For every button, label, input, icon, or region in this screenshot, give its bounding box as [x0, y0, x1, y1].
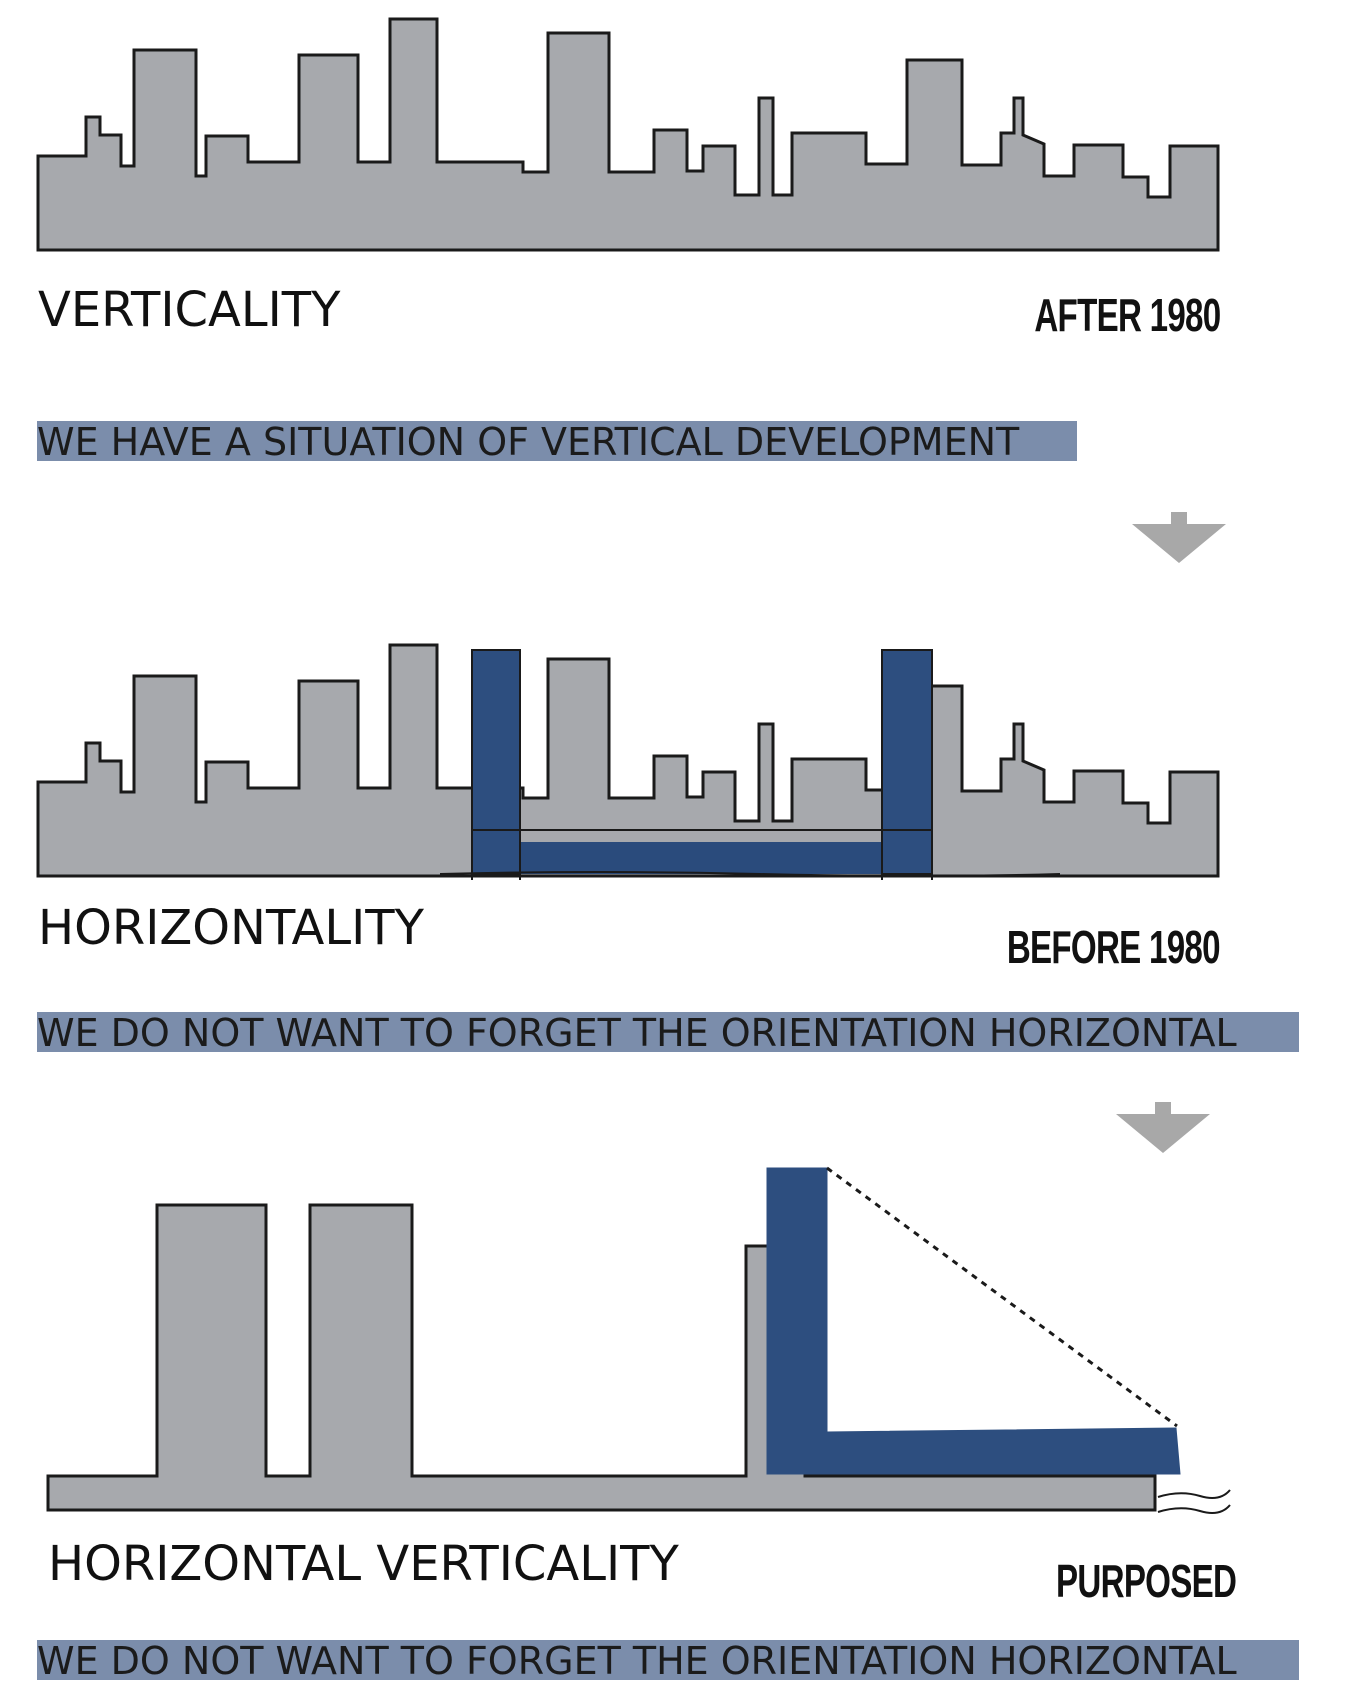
down-arrow-2	[1116, 1102, 1210, 1153]
panel-2-era: BEFORE 1980	[1007, 921, 1221, 973]
proposed-base-and-towers	[46, 1203, 1157, 1512]
skyline-verticality	[36, 17, 1220, 252]
panel-3-era: PURPOSED	[1055, 1555, 1237, 1607]
proposed-dashed-line	[826, 1166, 1178, 1428]
panel-2-caption: WE DO NOT WANT TO FORGET THE ORIENTATION…	[37, 1012, 1299, 1052]
panel-1-caption: WE HAVE A SITUATION OF VERTICAL DEVELOPM…	[37, 421, 1077, 461]
proposed-blue-cantilever	[766, 1167, 1181, 1475]
panel-1-era: AFTER 1980	[1033, 289, 1221, 341]
ground-scribble	[439, 871, 1061, 877]
panel-2-title: HORIZONTALITY	[38, 900, 424, 956]
panel-1-title: VERTICALITY	[38, 282, 341, 338]
blue-frame-horizontality	[439, 649, 1061, 880]
blue-frame-left-pillar	[471, 649, 521, 875]
blue-frame-right-pillar	[881, 649, 933, 875]
blue-frame-bridge	[520, 842, 882, 874]
panel-3-caption: WE DO NOT WANT TO FORGET THE ORIENTATION…	[37, 1640, 1299, 1680]
water-waves-icon	[1157, 1489, 1231, 1514]
down-arrow-1	[1132, 512, 1226, 563]
skyline-proposed	[46, 1166, 1231, 1514]
skyline-horizontality	[36, 643, 1220, 878]
panel-3-title: HORIZONTAL VERTICALITY	[48, 1536, 679, 1592]
